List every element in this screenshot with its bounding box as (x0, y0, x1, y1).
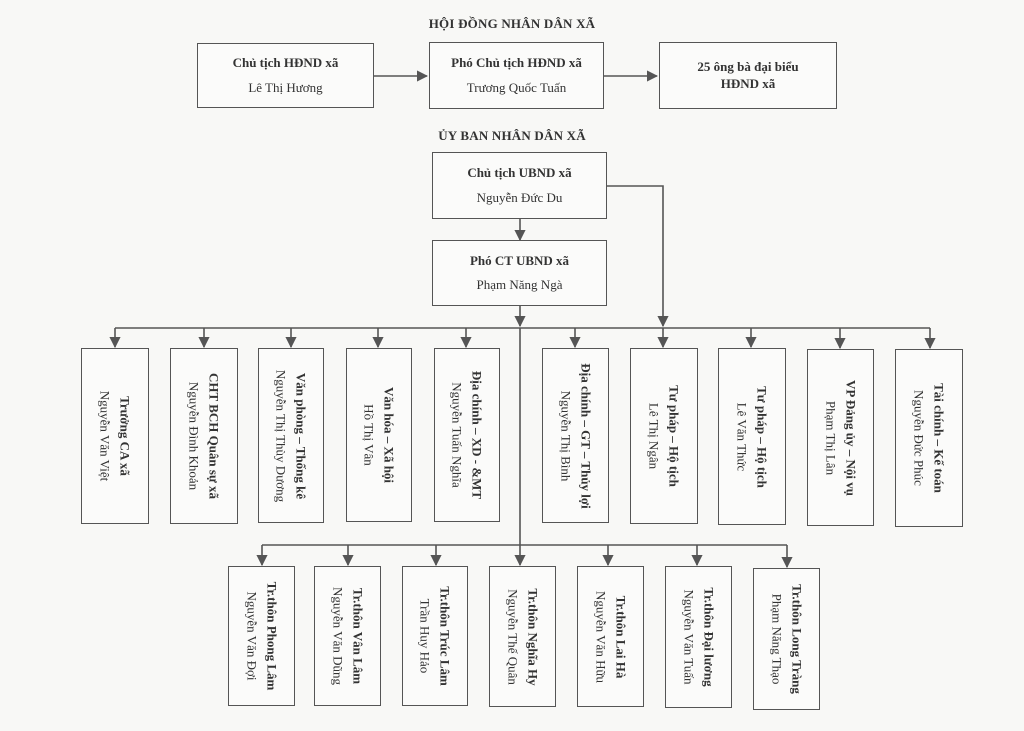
department-title: Địa chính – GT – Thủy lợi (578, 362, 593, 509)
council-vice-chair-title: Phó Chủ tịch HĐND xã (451, 55, 582, 71)
council-chair-box: Chủ tịch HĐND xã Lê Thị Hương (197, 43, 374, 108)
department-box: VP Đảng ủy – Nội vụ Phạm Thị Lân (807, 349, 874, 526)
village-box: Tr.thôn Phong Lâm Nguyễn Văn Đợi (228, 566, 295, 706)
department-box: Địa chính – XD - &MT Nguyễn Tuấn Nghĩa (434, 348, 500, 522)
department-box: CHT BCH Quân sự xã Nguyễn Đình Khoản (170, 348, 238, 524)
department-box: Văn hóa – Xã hội Hồ Thị Vân (346, 348, 412, 522)
village-box: Tr.thôn Vân Lâm Nguyễn Văn Dũng (314, 566, 381, 706)
committee-heading: ỦY BAN NHÂN DÂN XÃ (438, 128, 586, 143)
department-box: Tư pháp – Hộ tịch Lê Thị Ngân (630, 348, 698, 524)
council-delegates-title: 25 ông bà đại biểu HĐND xã (697, 59, 799, 91)
council-chair-name: Lê Thị Hương (248, 79, 323, 95)
department-box: Trưởng CA xã Nguyễn Văn Việt (81, 348, 149, 524)
committee-vice-chair-box: Phó CT UBND xã Phạm Năng Ngà (432, 240, 607, 306)
council-chair-title: Chủ tịch HĐND xã (232, 55, 339, 71)
committee-vice-chair-title: Phó CT UBND xã (469, 252, 570, 268)
village-box: Tr.thôn Đại lương Nguyễn Văn Tuấn (665, 566, 732, 708)
department-name: Nguyễn Thị Thùy Dương (274, 369, 289, 502)
committee-vice-chair-name: Phạm Năng Ngà (476, 277, 563, 292)
department-name: Nguyễn Đình Khoản (187, 381, 202, 491)
council-vice-chair-name: Trương Quốc Tuấn (466, 79, 567, 95)
council-vice-chair-box: Phó Chủ tịch HĐND xã Trương Quốc Tuấn (429, 42, 604, 109)
village-title: Tr.thôn Đại lương (701, 587, 716, 687)
village-box: Tr.thôn Nghĩa Hy Nguyễn Thế Quân (489, 566, 556, 707)
village-box: Tr.thôn Lai Hà Nguyễn Văn Hữu (577, 566, 644, 707)
village-name: Nguyễn Văn Dũng (330, 587, 346, 685)
village-title: Tr.thôn Long Tràng (789, 584, 804, 694)
village-name: Nguyễn Văn Tuấn (681, 589, 697, 685)
village-title: Tr.thôn Trúc Lâm (437, 586, 453, 686)
department-name: Lê Văn Thức (735, 402, 750, 471)
committee-chair-box: Chủ tịch UBND xã Nguyễn Đức Du (432, 152, 607, 219)
department-box: Tài chính – Kế toán Nguyễn Đức Phúc (895, 349, 963, 527)
department-title: CHT BCH Quân sự xã (206, 372, 222, 500)
village-box: Tr.thôn Long Tràng Phạm Năng Thạo (753, 568, 820, 710)
department-box: Địa chính – GT – Thủy lợi Nguyễn Thị Bình (542, 348, 609, 523)
village-name: Nguyễn Văn Hữu (593, 590, 609, 683)
village-title: Tr.thôn Nghĩa Hy (525, 587, 540, 686)
village-box: Tr.thôn Trúc Lâm Trần Huy Hảo (402, 566, 468, 706)
village-title: Tr.thôn Vân Lâm (350, 587, 365, 685)
department-box: Văn phòng – Thống kê Nguyễn Thị Thùy Dươn… (258, 348, 324, 523)
department-name: Nguyễn Đức Phúc (912, 390, 927, 486)
department-title: Văn hóa – Xã hội (381, 386, 397, 484)
council-delegates-box: 25 ông bà đại biểu HĐND xã (659, 42, 837, 109)
committee-chair-title: Chủ tịch UBND xã (467, 165, 572, 181)
council-heading: HỘI ĐỒNG NHÂN DÂN XÃ (428, 16, 596, 31)
department-name: Nguyễn Văn Việt (98, 390, 113, 482)
department-box: Tư pháp – Hộ tịch Lê Văn Thức (718, 348, 786, 525)
department-name: Nguyễn Thị Bình (558, 390, 574, 481)
department-name: Phạm Thị Lân (823, 400, 839, 475)
department-name: Hồ Thị Vân (362, 404, 377, 466)
village-name: Phạm Năng Thạo (769, 593, 785, 685)
committee-chair-name: Nguyễn Đức Du (476, 189, 563, 205)
village-name: Nguyễn Văn Đợi (244, 591, 260, 681)
department-title: Tư pháp – Hộ tịch (666, 385, 682, 487)
department-title: Địa chính – XD - &MT (469, 370, 485, 500)
village-title: Tr.thôn Lai Hà (613, 595, 628, 678)
department-title: Văn phòng – Thống kê (293, 372, 309, 499)
department-title: VP Đảng ủy – Nội vụ (843, 379, 858, 496)
village-name: Nguyễn Thế Quân (505, 588, 521, 685)
department-title: Tài chính – Kế toán (931, 383, 947, 493)
department-title: Tư pháp – Hộ tịch (754, 385, 770, 488)
department-name: Nguyễn Tuấn Nghĩa (450, 382, 465, 488)
village-name: Trần Huy Hảo (418, 598, 433, 674)
department-title: Trưởng CA xã (117, 396, 133, 476)
department-name: Lê Thị Ngân (647, 402, 662, 470)
village-title: Tr.thôn Phong Lâm (264, 581, 279, 691)
